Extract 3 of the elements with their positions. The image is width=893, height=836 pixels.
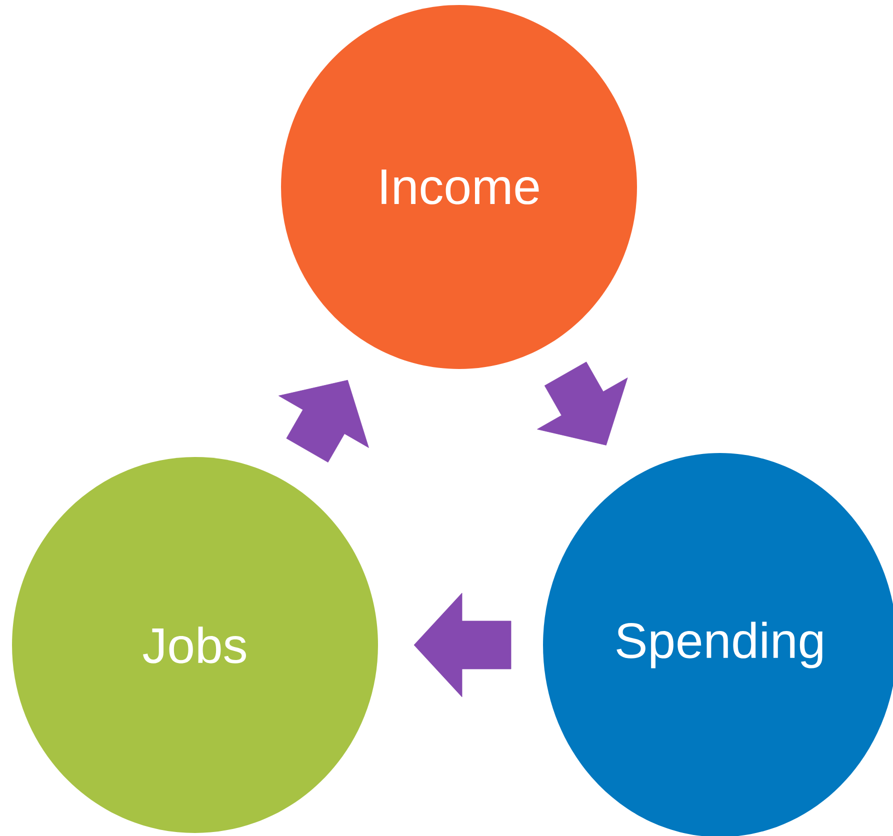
block-arrow — [537, 362, 628, 446]
block-arrow — [278, 380, 369, 462]
block-arrow — [414, 592, 512, 698]
